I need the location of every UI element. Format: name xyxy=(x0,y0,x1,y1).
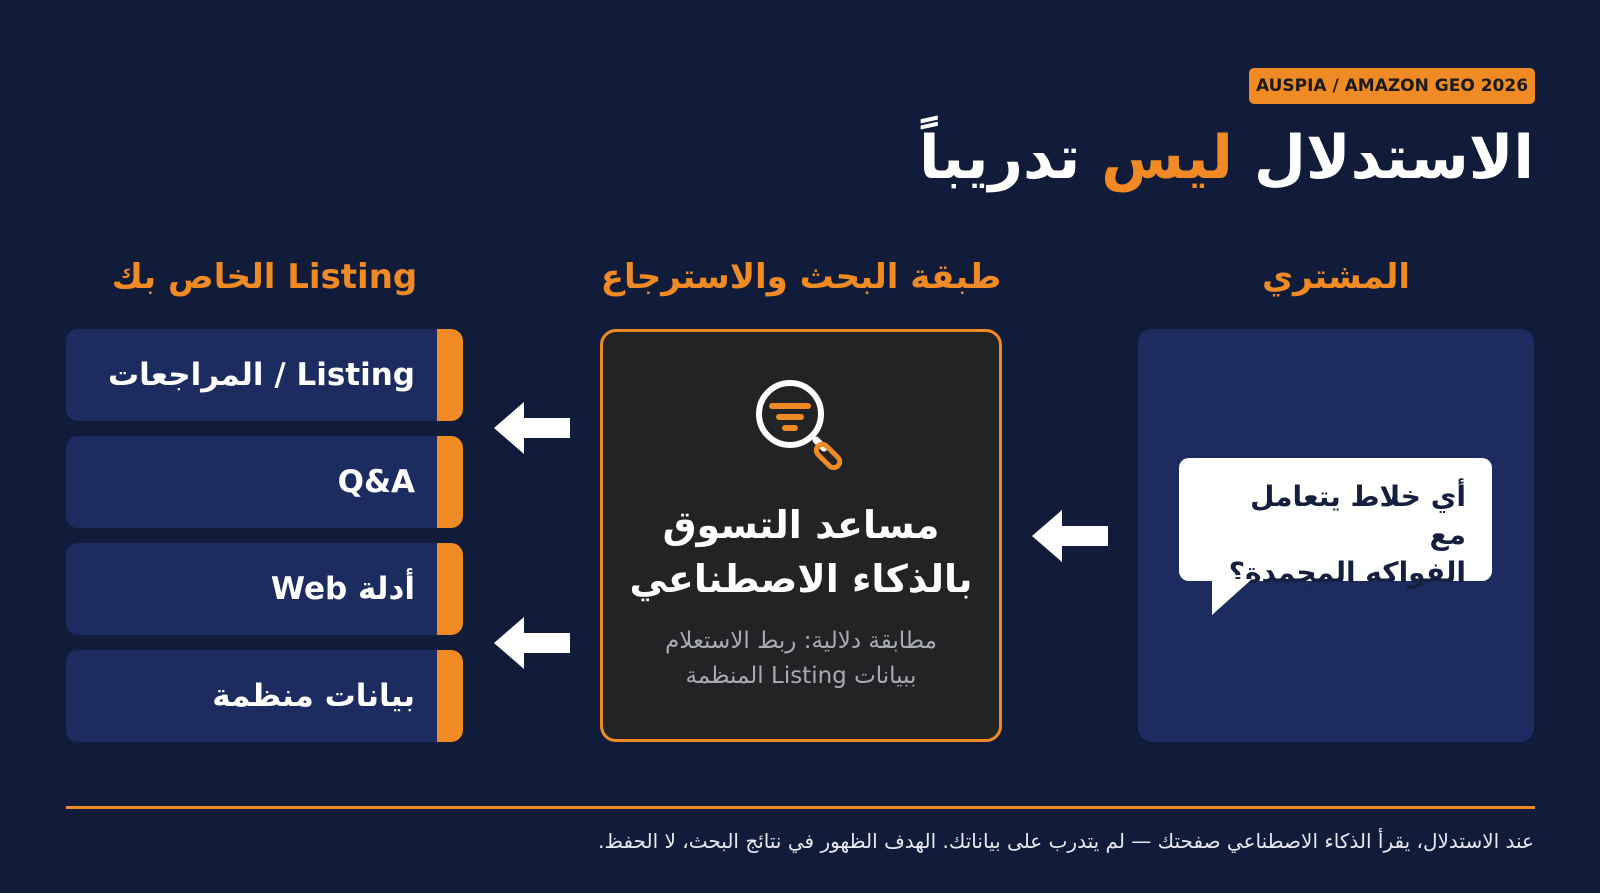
row-accent-bar xyxy=(437,436,463,528)
source-row-web-guides: أدلة Web xyxy=(66,543,463,635)
source-row-label: أدلة Web xyxy=(270,571,415,607)
source-row-label: بيانات منظمة xyxy=(212,678,415,714)
ai-assistant-subtitle-line-2: ببيانات Listing المنظمة xyxy=(685,663,917,689)
title-accent: ليس xyxy=(1101,123,1233,193)
column-heading-buyer: المشتري xyxy=(1261,257,1410,297)
ai-assistant-subtitle-line-1: مطابقة دلالية: ربط الاستعلام xyxy=(664,628,937,654)
row-accent-bar xyxy=(437,329,463,421)
source-row-structured-data: بيانات منظمة xyxy=(66,650,463,742)
ai-assistant-title-line-2: بالذكاء الاصطناعي xyxy=(629,557,973,601)
ai-assistant-title-line-1: مساعد التسوق xyxy=(662,503,940,547)
source-row-listing-reviews: Listing / المراجعات xyxy=(66,329,463,421)
source-row-qa: Q&A xyxy=(66,436,463,528)
ai-assistant-title: مساعد التسوق بالذكاء الاصطناعي xyxy=(600,498,1002,606)
source-row-label: Listing / المراجعات xyxy=(107,357,415,393)
footer-divider xyxy=(66,806,1535,809)
row-accent-bar xyxy=(437,650,463,742)
arrow-left-icon xyxy=(1032,510,1108,562)
speech-bubble-tail xyxy=(1212,579,1252,615)
source-row-label: Q&A xyxy=(337,464,415,500)
brand-badge: AUSPIA / AMAZON GEO 2026 xyxy=(1249,68,1535,104)
ai-assistant-box xyxy=(600,329,1002,742)
buyer-query-line-2: الفواكه المجمدة؟ xyxy=(1228,556,1466,589)
arrow-left-icon xyxy=(494,402,570,454)
ai-assistant-subtitle: مطابقة دلالية: ربط الاستعلام ببيانات Lis… xyxy=(600,624,1002,694)
column-heading-listing: Listing الخاص بك xyxy=(111,257,418,297)
column-heading-search-layer: طبقة البحث والاسترجاع xyxy=(600,257,1002,297)
arrow-left-icon xyxy=(494,617,570,669)
search-filter-icon xyxy=(756,380,843,471)
row-accent-bar xyxy=(437,543,463,635)
title-part-1: الاستدلال xyxy=(1253,123,1534,193)
footer-note: عند الاستدلال، يقرأ الذكاء الاصطناعي صفح… xyxy=(598,829,1534,853)
slide-title: الاستدلال ليس تدريباً xyxy=(919,118,1534,198)
buyer-query-line-1: أي خلاط يتعامل مع xyxy=(1250,480,1466,551)
title-part-2: تدريباً xyxy=(918,123,1081,193)
buyer-query-bubble: أي خلاط يتعامل مع الفواكه المجمدة؟ xyxy=(1179,458,1492,589)
